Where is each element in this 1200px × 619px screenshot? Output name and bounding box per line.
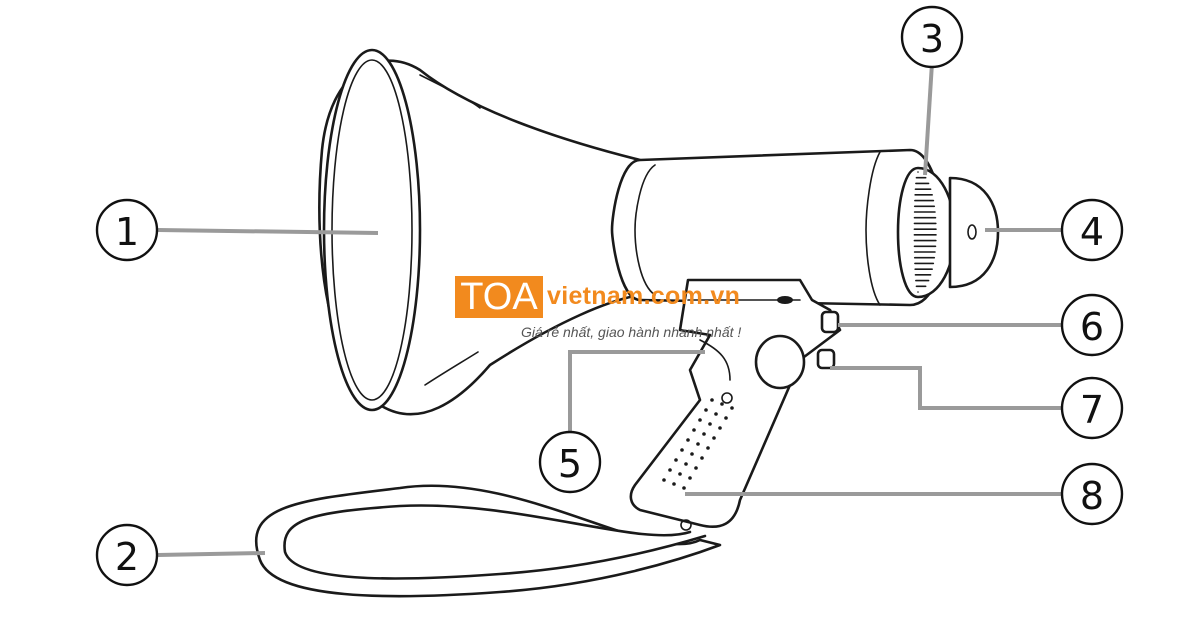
- grip-dot: [682, 486, 686, 490]
- grip-dot: [694, 466, 698, 470]
- callout-1: 1: [95, 198, 159, 262]
- callout-8: 8: [1060, 462, 1124, 526]
- grip-dot: [662, 478, 666, 482]
- grip-dot: [720, 402, 724, 406]
- grip-dot: [714, 412, 718, 416]
- grip-dot: [698, 418, 702, 422]
- leader-1: [157, 228, 379, 235]
- horn-bell: [318, 48, 642, 416]
- watermark-site: vietnam.com.vn: [547, 282, 741, 310]
- grip-dot: [684, 462, 688, 466]
- svg-text:3: 3: [920, 17, 944, 61]
- svg-text:7: 7: [1080, 388, 1104, 432]
- grip-dot: [730, 406, 734, 410]
- wrist-strap: [254, 484, 722, 598]
- callout-2: 2: [95, 523, 159, 587]
- callout-4: 4: [1060, 198, 1124, 262]
- grip-dot: [674, 458, 678, 462]
- grip-dot: [680, 448, 684, 452]
- grip-dot: [718, 426, 722, 430]
- leader-2: [157, 551, 266, 557]
- grip-dot: [686, 438, 690, 442]
- watermark-slogan: Giá rẻ nhất, giao hành nhanh nhất !: [521, 324, 742, 340]
- grip-dot: [710, 398, 714, 402]
- grip-dot: [706, 446, 710, 450]
- grip-dot: [672, 482, 676, 486]
- svg-text:5: 5: [558, 442, 582, 486]
- grip-dot: [708, 422, 712, 426]
- callout-5: 5: [538, 430, 602, 494]
- megaphone-body: [610, 148, 947, 307]
- volume-ring: [896, 166, 957, 299]
- grip-dot: [678, 472, 682, 476]
- callout-6: 6: [1060, 293, 1124, 357]
- grip-dot: [688, 476, 692, 480]
- microphone-head: [948, 176, 1000, 289]
- grip-dot: [690, 452, 694, 456]
- grip-dot: [700, 456, 704, 460]
- svg-text:1: 1: [115, 210, 139, 254]
- svg-text:6: 6: [1080, 305, 1104, 349]
- grip-dot: [692, 428, 696, 432]
- watermark-brand: TOA: [455, 276, 543, 318]
- leader-7: [830, 366, 1065, 410]
- callout-3: 3: [900, 5, 964, 69]
- svg-text:8: 8: [1080, 474, 1104, 518]
- svg-text:2: 2: [115, 535, 139, 579]
- svg-text:4: 4: [1080, 210, 1104, 254]
- grip-dot: [712, 436, 716, 440]
- leader-5: [568, 350, 705, 432]
- handle-grip: [629, 278, 842, 531]
- grip-dot: [696, 442, 700, 446]
- grip-dot: [724, 416, 728, 420]
- grip-dot: [702, 432, 706, 436]
- leader-3: [923, 62, 934, 176]
- grip-dot: [668, 468, 672, 472]
- grip-dot: [704, 408, 708, 412]
- watermark: TOA vietnam.com.vn Giá rẻ nhất, giao hàn…: [455, 276, 745, 346]
- callout-7: 7: [1060, 376, 1124, 440]
- leader-lines: [157, 62, 1065, 557]
